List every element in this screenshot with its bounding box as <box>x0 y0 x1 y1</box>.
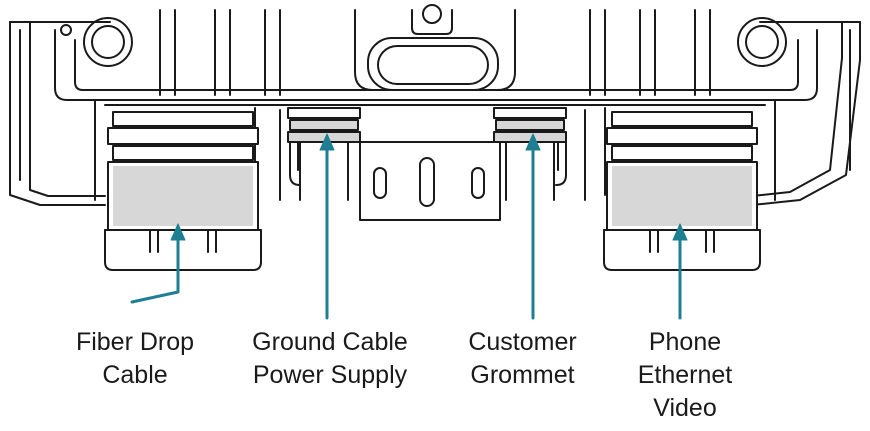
grommet-callout-arrow <box>525 133 541 320</box>
customer-grommet <box>493 107 567 201</box>
fiber-callout-arrow <box>130 223 186 304</box>
label-line: Ground Cable <box>252 328 408 356</box>
label-line: Grommet <box>470 361 575 389</box>
fiber-drop-cable-label: Fiber Drop Cable <box>50 326 220 392</box>
label-line: Ethernet <box>637 361 733 389</box>
ground-callout-arrow <box>319 133 335 320</box>
phone-ethernet-video-grommet <box>603 111 761 271</box>
ground-power-label: Ground Cable Power Supply <box>225 326 435 392</box>
label-line: Power Supply <box>252 361 408 389</box>
ground-power-grommet <box>287 107 361 201</box>
label-line: Cable <box>102 361 168 389</box>
label-line: Customer <box>468 328 577 356</box>
label-line: Fiber Drop <box>75 328 195 356</box>
label-line: Phone <box>648 328 722 356</box>
phone-ethernet-video-label: Phone Ethernet Video <box>600 326 770 425</box>
fiber-drop-grommet <box>104 111 262 271</box>
label-line: Video <box>653 394 717 422</box>
customer-grommet-label: Customer Grommet <box>440 326 605 392</box>
phone-callout-arrow <box>672 223 688 320</box>
